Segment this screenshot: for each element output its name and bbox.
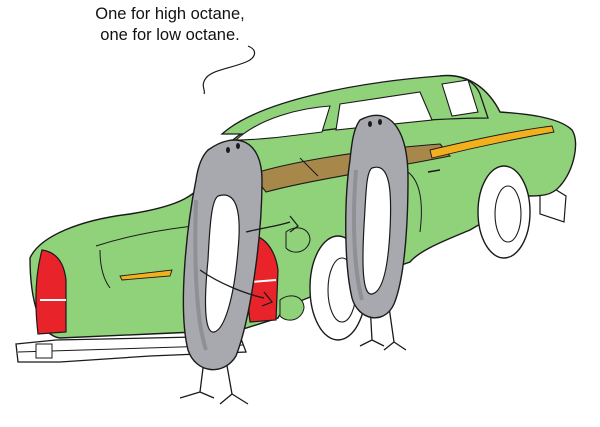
caption-line-1: One for high octane,: [95, 5, 245, 23]
speech-caption: One for high octane, one for low octane.: [40, 4, 300, 46]
rear-window: [234, 105, 331, 141]
right-zero-character: [345, 114, 409, 351]
fuel-door-high: [285, 227, 311, 253]
left-zero-character: [179, 139, 299, 405]
caption-line-2: one for low octane.: [100, 26, 240, 44]
front-wheel: [477, 165, 531, 259]
bumper-block: [35, 343, 53, 359]
fuel-door-low: [279, 295, 305, 321]
windshield: [441, 79, 479, 117]
side-stripe-rear: [119, 269, 173, 281]
vintage-green-car: [15, 74, 577, 363]
left-taillight: [35, 249, 67, 335]
speech-tail: [202, 45, 256, 95]
side-stripe: [429, 125, 555, 159]
